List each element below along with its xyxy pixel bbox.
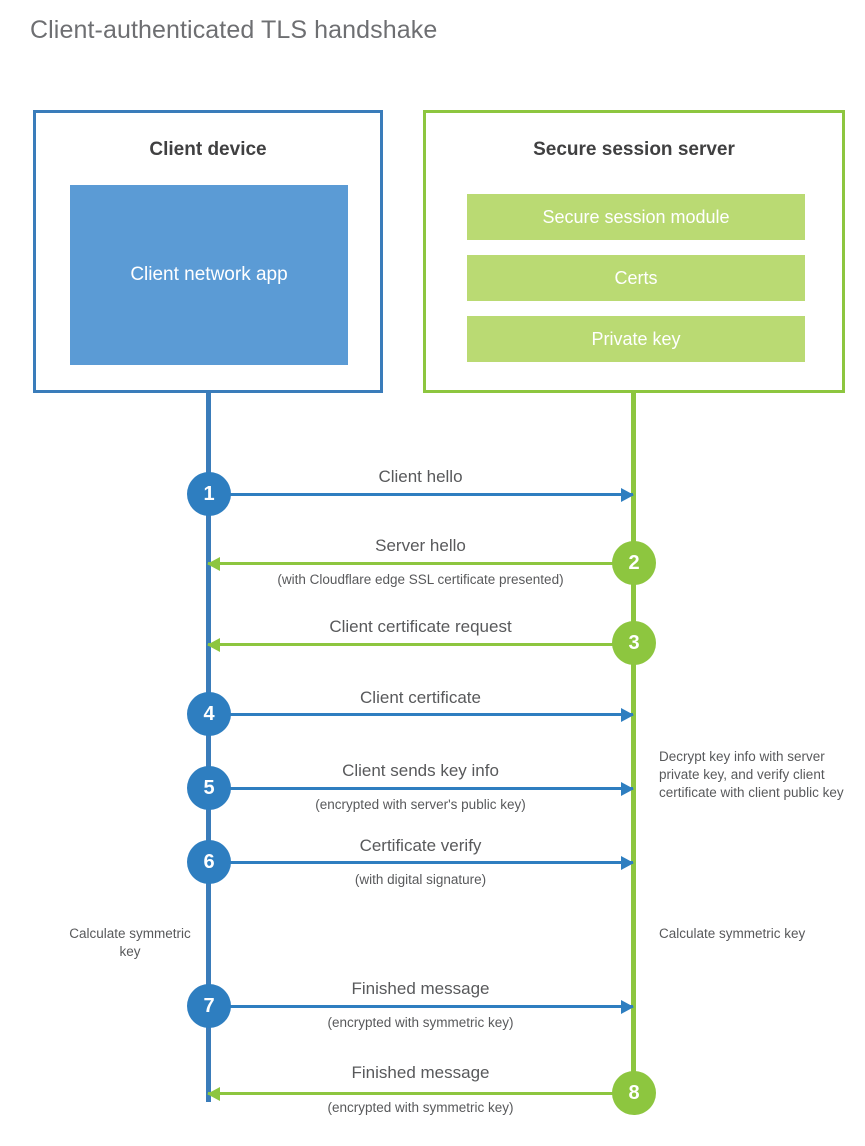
- client-calculate-annotation: Calculate symmetric key: [69, 926, 191, 959]
- step-8-label: Finished message: [351, 1063, 490, 1082]
- step-7-label: Finished message: [351, 979, 490, 998]
- page-title: Client-authenticated TLS handshake: [30, 16, 438, 44]
- server-component-private-key: Private key: [467, 316, 805, 362]
- step-5-arrow-head-icon: [621, 781, 634, 796]
- client-device-box: Client device Client network app: [33, 110, 383, 393]
- step-6-arrow: [208, 855, 634, 870]
- step-1-arrow-shaft: [208, 493, 633, 496]
- step-1-arrow: [208, 487, 634, 502]
- step-7-arrow-shaft: [208, 1005, 633, 1008]
- step-3-number: 3: [628, 631, 640, 654]
- step-6-arrow-shaft: [208, 861, 633, 864]
- step-2-label: Server hello: [375, 536, 466, 555]
- client-network-app-block: Client network app: [70, 185, 348, 365]
- client-device-title: Client device: [149, 139, 267, 160]
- step-8-circle: 8: [612, 1071, 656, 1115]
- server-lifeline: [631, 391, 636, 1095]
- step-7-arrow-head-icon: [621, 999, 634, 1014]
- step-5-arrow: [208, 781, 634, 796]
- step-6-number: 6: [203, 850, 215, 873]
- step-7-circle: 7: [187, 984, 231, 1028]
- step-4-circle: 4: [187, 692, 231, 736]
- step-3-arrow: [207, 637, 633, 652]
- step-5-label: Client sends key info: [342, 761, 499, 780]
- step-2-arrow-shaft: [208, 562, 633, 565]
- step-8-arrow-head-icon: [207, 1086, 220, 1101]
- step-3-label: Client certificate request: [329, 617, 512, 636]
- step-1-arrow-head-icon: [621, 487, 634, 502]
- step-6-sublabel: (with digital signature): [354, 872, 487, 887]
- secure-session-server-box: Secure session server Secure session mod…: [423, 110, 845, 393]
- step-4-arrow: [208, 707, 634, 722]
- step-1-circle: 1: [187, 472, 231, 516]
- server-calculate-annotation: Calculate symmetric key: [659, 926, 806, 941]
- step-6-arrow-head-icon: [621, 855, 634, 870]
- step-2-sublabel: (with Cloudflare edge SSL certificate pr…: [277, 572, 564, 587]
- step-7-number: 7: [203, 994, 215, 1017]
- step-2-arrow-head-icon: [207, 556, 220, 571]
- step-4-number: 4: [203, 702, 215, 725]
- step-2-arrow: [207, 556, 633, 571]
- step-2-circle: 2: [612, 541, 656, 585]
- step-4-label: Client certificate: [360, 688, 481, 707]
- secure-session-server-title: Secure session server: [533, 139, 735, 160]
- step-8-arrow: [207, 1086, 633, 1101]
- step-1-label: Client hello: [378, 467, 463, 486]
- step-2-number: 2: [628, 551, 640, 574]
- step-3-arrow-shaft: [208, 643, 633, 646]
- server-decrypt-annotation: Decrypt key info with server private key…: [659, 749, 844, 800]
- server-component-certs: Certs: [467, 255, 805, 301]
- step-3-arrow-head-icon: [207, 637, 220, 652]
- step-1-number: 1: [203, 482, 215, 505]
- step-6-label: Certificate verify: [359, 836, 482, 855]
- step-8-arrow-shaft: [208, 1092, 633, 1095]
- step-5-arrow-shaft: [208, 787, 633, 790]
- step-5-number: 5: [203, 776, 215, 799]
- client-lifeline: [206, 391, 211, 1102]
- step-5-circle: 5: [187, 766, 231, 810]
- step-5-sublabel: (encrypted with server's public key): [315, 797, 526, 812]
- step-8-number: 8: [628, 1081, 640, 1104]
- step-7-arrow: [208, 999, 634, 1014]
- step-7-sublabel: (encrypted with symmetric key): [327, 1015, 514, 1030]
- server-component-secure-session-module: Secure session module: [467, 194, 805, 240]
- step-4-arrow-shaft: [208, 713, 633, 716]
- step-8-sublabel: (encrypted with symmetric key): [327, 1100, 514, 1115]
- step-6-circle: 6: [187, 840, 231, 884]
- step-3-circle: 3: [612, 621, 656, 665]
- step-4-arrow-head-icon: [621, 707, 634, 722]
